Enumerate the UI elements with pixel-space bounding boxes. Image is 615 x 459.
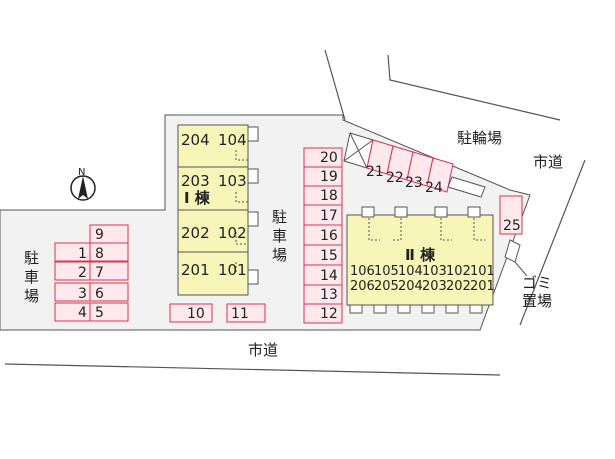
road-bottom-line bbox=[4, 363, 501, 376]
road-right-label: 市道 bbox=[533, 153, 563, 171]
parking-18: 18 bbox=[320, 188, 338, 204]
building-2-units: 106 206 105 205 104 204 103 203 102 202 … bbox=[350, 264, 495, 294]
unit-104b: 104 bbox=[398, 264, 423, 279]
road-top-right-line bbox=[387, 54, 561, 121]
svg-text:N: N bbox=[78, 167, 85, 178]
unit-202b: 202 bbox=[446, 279, 471, 294]
parking-6: 6 bbox=[95, 286, 104, 302]
garbage-label: ゴミ 置場 bbox=[522, 274, 557, 310]
unit-101b: 101 bbox=[470, 264, 495, 279]
parking-22: 22 bbox=[386, 170, 404, 186]
parking-7: 7 bbox=[95, 265, 104, 281]
road-top-left-line bbox=[324, 49, 346, 121]
parking-left-label: 駐 車 場 bbox=[24, 249, 44, 305]
unit-104: 104 bbox=[218, 131, 247, 149]
unit-103b: 103 bbox=[422, 264, 447, 279]
parking-14: 14 bbox=[320, 268, 338, 284]
parking-3: 3 bbox=[78, 286, 87, 302]
parking-25-box bbox=[499, 195, 523, 235]
building-1 bbox=[177, 124, 259, 296]
unit-204: 204 bbox=[181, 131, 210, 149]
parking-1: 1 bbox=[78, 246, 87, 262]
unit-201b: 201 bbox=[470, 279, 495, 294]
building-2 bbox=[346, 206, 494, 314]
unit-202: 202 bbox=[181, 224, 210, 242]
parking-19: 19 bbox=[320, 169, 338, 185]
parking-8: 8 bbox=[95, 246, 104, 262]
unit-201: 201 bbox=[181, 261, 210, 279]
parking-13: 13 bbox=[320, 287, 338, 303]
parking-center-label: 駐 車 場 bbox=[272, 208, 292, 264]
unit-102b: 102 bbox=[446, 264, 471, 279]
unit-203b: 203 bbox=[422, 279, 447, 294]
parking-4: 4 bbox=[78, 305, 87, 321]
road-right-line bbox=[519, 159, 586, 326]
parking-23: 23 bbox=[405, 175, 423, 191]
parking-10-box bbox=[169, 303, 213, 323]
parking-21: 21 bbox=[366, 164, 384, 180]
parking-center bbox=[303, 147, 343, 324]
unit-204b: 204 bbox=[398, 279, 423, 294]
parking-11-box bbox=[226, 303, 266, 323]
unit-105: 105 bbox=[374, 264, 399, 279]
parking-5: 5 bbox=[95, 305, 104, 321]
parking-11: 11 bbox=[231, 306, 249, 322]
parking-left bbox=[54, 224, 129, 322]
parking-20: 20 bbox=[320, 150, 338, 166]
unit-205: 205 bbox=[374, 279, 399, 294]
unit-203: 203 bbox=[181, 172, 210, 190]
building-2-label: Ⅱ 棟 bbox=[405, 246, 436, 264]
parking-24: 24 bbox=[425, 180, 443, 196]
parking-25: 25 bbox=[503, 218, 521, 234]
unit-101: 101 bbox=[218, 261, 247, 279]
parking-12: 12 bbox=[320, 306, 338, 322]
parking-16: 16 bbox=[320, 228, 338, 244]
bicycle-parking-box bbox=[447, 176, 486, 198]
parking-10: 10 bbox=[187, 306, 205, 322]
parking-17: 17 bbox=[320, 208, 338, 224]
unit-206: 206 bbox=[350, 279, 375, 294]
road-bottom-label: 市道 bbox=[248, 341, 278, 359]
unit-103: 103 bbox=[218, 172, 247, 190]
unit-102: 102 bbox=[218, 224, 247, 242]
parking-top bbox=[343, 132, 454, 193]
parking-15: 15 bbox=[320, 248, 338, 264]
unit-106: 106 bbox=[350, 264, 375, 279]
building-1-label: Ⅰ 棟 bbox=[184, 189, 211, 207]
parking-2: 2 bbox=[78, 265, 87, 281]
bicycle-parking-label: 駐輪場 bbox=[457, 129, 502, 147]
north-arrow-icon: N bbox=[70, 167, 96, 201]
parking-9: 9 bbox=[95, 227, 104, 243]
